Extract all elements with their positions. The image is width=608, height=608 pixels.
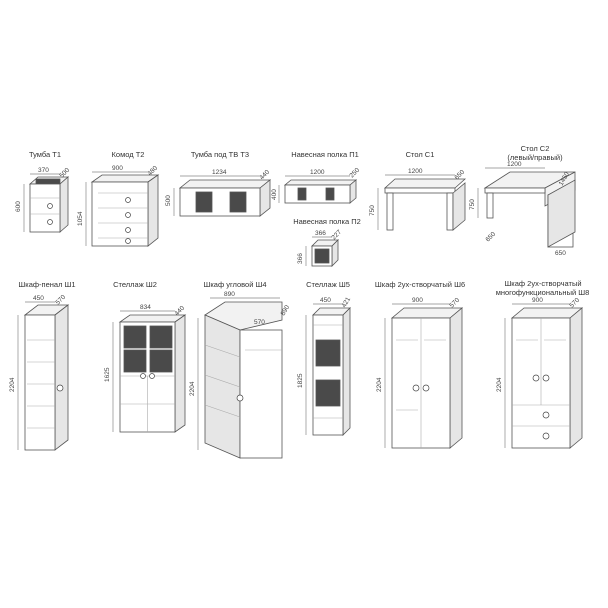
dim-p2-depth: 227 — [330, 229, 343, 242]
dim-c1-height: 750 — [369, 205, 376, 216]
dim-sh2-width: 834 — [140, 304, 151, 311]
label-c2-sub: (левый/правый) — [507, 153, 563, 162]
label-c2: Стол С2 — [520, 144, 550, 153]
drawing-sh8: 900 570 2204 — [496, 297, 584, 449]
label-t3: Тумба под ТВ Т3 — [190, 150, 250, 159]
dim-t3-depth: 440 — [258, 169, 271, 182]
label-p2: Навесная полка П2 — [293, 217, 361, 226]
dim-sh2-height: 1625 — [104, 367, 111, 382]
drawing-t2: 900 480 1054 — [77, 165, 159, 247]
label-t1: Тумба Т1 — [28, 150, 62, 159]
dim-t3-width: 1234 — [212, 169, 227, 176]
dim-p1-depth: 250 — [348, 167, 361, 180]
dim-sh5-height: 1825 — [297, 373, 304, 388]
drawing-c2: 1200 1450 750 650 650 — [469, 161, 576, 257]
dim-p1-width: 1200 — [310, 169, 325, 176]
dim-sh1-depth: 570 — [54, 294, 67, 307]
dim-c2-side: 650 — [484, 231, 497, 244]
dim-sh4-width: 890 — [224, 291, 235, 298]
drawing-sh4: 890 570 890 2204 — [189, 291, 292, 459]
dim-sh8-height: 2204 — [496, 377, 503, 392]
label-p1: Навесная полка П1 — [291, 150, 359, 159]
dim-t1-depth: 500 — [58, 167, 71, 180]
dim-t2-height: 1054 — [77, 211, 84, 226]
dim-sh1-height: 2204 — [9, 377, 16, 392]
label-sh5: Стеллаж Ш5 — [306, 280, 350, 289]
dim-sh8-depth: 570 — [568, 297, 581, 310]
dim-sh6-depth: 570 — [448, 297, 461, 310]
label-c1: Стол С1 — [405, 150, 435, 159]
dim-sh5-width: 450 — [320, 297, 331, 304]
dim-c2-height: 750 — [469, 199, 476, 210]
dim-p2-height: 366 — [297, 253, 304, 264]
drawing-t3: 1234 440 500 — [165, 169, 271, 217]
dim-sh5-depth: 421 — [341, 296, 353, 309]
dim-c2-width: 1200 — [507, 161, 522, 168]
drawing-t1: 370 500 600 — [15, 167, 71, 233]
label-sh2: Стеллаж Ш2 — [113, 280, 157, 289]
dim-sh4-inner: 570 — [254, 319, 265, 326]
dim-c1-width: 1200 — [408, 168, 423, 175]
label-sh8: Шкаф 2ух-створчатый — [504, 279, 582, 288]
dim-sh6-height: 2204 — [376, 377, 383, 392]
drawing-c1: 1200 650 750 — [369, 168, 466, 231]
label-sh1: Шкаф-пенал Ш1 — [18, 280, 76, 289]
drawing-sh1: 450 570 2204 — [9, 294, 70, 451]
dim-sh1-width: 450 — [33, 295, 44, 302]
drawing-sh5: 450 421 1825 — [297, 296, 353, 436]
drawing-sh2: 834 440 1625 — [104, 304, 186, 433]
dim-sh6-width: 900 — [412, 297, 423, 304]
label-sh6: Шкаф 2ух-створчатый Ш6 — [374, 280, 466, 289]
dim-t1-width: 370 — [38, 167, 49, 174]
drawing-sh6: 900 570 2204 — [376, 297, 464, 449]
dim-c2-bottom: 650 — [555, 250, 566, 257]
label-sh8-2: многофункциональный Ш8 — [495, 288, 590, 297]
dim-t3-height: 500 — [165, 195, 172, 206]
dim-sh4-height: 2204 — [189, 381, 196, 396]
dim-t2-width: 900 — [112, 165, 123, 172]
dim-sh8-width: 900 — [532, 297, 543, 304]
dim-p2-width: 366 — [315, 230, 326, 237]
drawing-p1: 1200 250 400 — [271, 167, 361, 204]
dim-t1-height: 600 — [15, 201, 22, 212]
label-t2: Комод Т2 — [111, 150, 145, 159]
dim-sh4-depth: 890 — [280, 304, 292, 317]
drawing-p2: 366 227 366 — [297, 229, 343, 267]
dim-p1-height: 400 — [271, 189, 278, 200]
label-sh4: Шкаф угловой Ш4 — [203, 280, 267, 289]
